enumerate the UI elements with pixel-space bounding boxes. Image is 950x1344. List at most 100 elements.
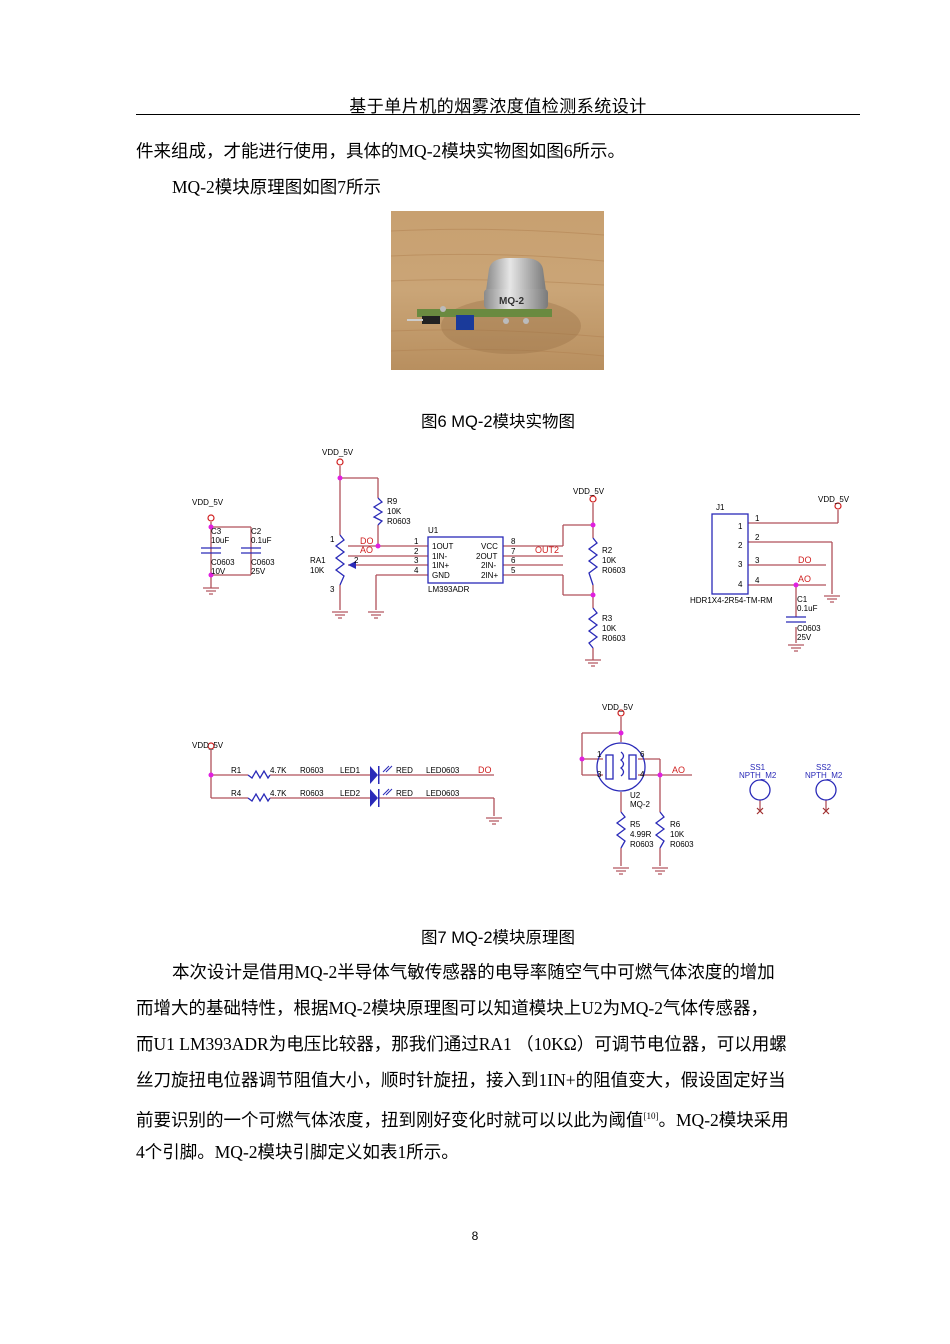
- svg-text:C3: C3: [211, 527, 222, 536]
- svg-text:2IN-: 2IN-: [481, 561, 496, 570]
- svg-text:OUT2: OUT2: [535, 545, 559, 555]
- svg-text:NPTH_M2: NPTH_M2: [739, 771, 777, 780]
- svg-text:AO: AO: [672, 765, 685, 775]
- paragraph-line-5: 前要识别的一个可燃气体浓度，扭到刚好变化时就可以以此为阈值[10]。MQ-2模块…: [136, 1098, 860, 1138]
- svg-text:NPTH_M2: NPTH_M2: [805, 771, 843, 780]
- page-number: 8: [471, 1229, 479, 1243]
- paragraph-fig7-ref: MQ-2模块原理图如图7所示: [172, 177, 382, 197]
- citation: [10]: [643, 1111, 659, 1121]
- mq2-module-photo: MQ-2: [391, 211, 604, 370]
- svg-text:U2: U2: [630, 791, 641, 800]
- svg-text:R0603: R0603: [602, 634, 626, 643]
- svg-text:LED0603: LED0603: [426, 766, 460, 775]
- svg-text:5: 5: [511, 566, 516, 575]
- svg-text:8: 8: [511, 537, 516, 546]
- svg-text:R3: R3: [602, 614, 613, 623]
- svg-text:RED: RED: [396, 766, 413, 775]
- svg-text:C1: C1: [797, 595, 808, 604]
- svg-text:3: 3: [330, 585, 335, 594]
- svg-text:U1: U1: [428, 526, 439, 535]
- svg-text:VCC: VCC: [481, 542, 498, 551]
- svg-text:C2: C2: [251, 527, 262, 536]
- svg-text:6: 6: [640, 750, 645, 759]
- header-rule: [136, 114, 860, 115]
- svg-text:R0603: R0603: [387, 517, 411, 526]
- svg-text:VDD_5V: VDD_5V: [192, 741, 224, 750]
- svg-text:SS1: SS1: [750, 763, 766, 772]
- svg-text:LED0603: LED0603: [426, 789, 460, 798]
- svg-text:2: 2: [354, 556, 359, 565]
- svg-text:MQ-2: MQ-2: [630, 800, 651, 809]
- svg-text:0.1uF: 0.1uF: [797, 604, 818, 613]
- paragraph-line-2: 而增大的基础特性，根据MQ-2模块原理图可以知道模块上U2为MQ-2气体传感器，: [136, 998, 768, 1018]
- svg-text:R0603: R0603: [630, 840, 654, 849]
- svg-text:3: 3: [414, 556, 419, 565]
- svg-text:10K: 10K: [310, 566, 325, 575]
- svg-text:4: 4: [738, 580, 743, 589]
- svg-text:1: 1: [330, 535, 335, 544]
- paragraph-intro: 件来组成，才能进行使用，具体的MQ-2模块实物图如图6所示。: [136, 141, 626, 161]
- svg-text:1: 1: [597, 750, 602, 759]
- svg-text:DO: DO: [360, 536, 374, 546]
- paragraph-line-3: 而U1 LM393ADR为电压比较器，那我们通过RA1 （10KΩ）可调节电位器…: [136, 1034, 787, 1054]
- svg-text:4.7K: 4.7K: [270, 789, 287, 798]
- svg-text:R2: R2: [602, 546, 613, 555]
- svg-text:AO: AO: [360, 545, 373, 555]
- svg-text:DO: DO: [798, 555, 812, 565]
- svg-text:25V: 25V: [251, 567, 266, 576]
- svg-text:1: 1: [755, 514, 760, 523]
- svg-text:R0603: R0603: [602, 566, 626, 575]
- svg-text:R1: R1: [231, 766, 242, 775]
- svg-text:10K: 10K: [387, 507, 402, 516]
- svg-text:C0603: C0603: [211, 558, 235, 567]
- svg-text:25V: 25V: [797, 633, 812, 642]
- svg-text:R0603: R0603: [670, 840, 694, 849]
- svg-text:6: 6: [511, 556, 516, 565]
- svg-text:4: 4: [414, 566, 419, 575]
- svg-text:R0603: R0603: [300, 766, 324, 775]
- svg-text:J1: J1: [716, 503, 725, 512]
- svg-text:10K: 10K: [670, 830, 685, 839]
- svg-text:2: 2: [414, 547, 419, 556]
- line-5-tail: 。MQ-2模块采用: [658, 1109, 789, 1130]
- svg-text:3: 3: [597, 770, 602, 779]
- svg-text:VDD_5V: VDD_5V: [322, 448, 354, 457]
- svg-text:RED: RED: [396, 789, 413, 798]
- figure6-caption: 图6 MQ-2模块实物图: [420, 413, 575, 431]
- svg-text:HDR1X4-2R54-TM-RM: HDR1X4-2R54-TM-RM: [690, 596, 773, 605]
- svg-text:7: 7: [511, 547, 516, 556]
- svg-text:2OUT: 2OUT: [476, 552, 497, 561]
- sensor-label: MQ-2: [499, 296, 524, 307]
- svg-text:10V: 10V: [211, 567, 226, 576]
- svg-text:4.7K: 4.7K: [270, 766, 287, 775]
- mq2-schematic: VDD_5V VDD_5V VDD_5V VDD_5V VDD_5V VDD_5…: [180, 440, 870, 900]
- svg-text:R5: R5: [630, 820, 641, 829]
- svg-text:3: 3: [738, 560, 743, 569]
- svg-text:LED1: LED1: [340, 766, 361, 775]
- svg-text:4: 4: [755, 576, 760, 585]
- svg-text:VDD_5V: VDD_5V: [192, 498, 224, 507]
- svg-text:2: 2: [738, 541, 743, 550]
- svg-text:R6: R6: [670, 820, 681, 829]
- svg-text:AO: AO: [798, 574, 811, 584]
- svg-text:4.99R: 4.99R: [630, 830, 652, 839]
- svg-text:RA1: RA1: [310, 556, 326, 565]
- svg-text:R9: R9: [387, 497, 398, 506]
- svg-text:10K: 10K: [602, 624, 617, 633]
- svg-text:C0603: C0603: [251, 558, 275, 567]
- svg-text:LED2: LED2: [340, 789, 361, 798]
- svg-text:R4: R4: [231, 789, 242, 798]
- paragraph-line-4: 丝刀旋扭电位器调节阻值大小，顺时针旋扭，接入到1IN+的阻值变大，假设固定好当: [136, 1070, 786, 1090]
- svg-text:2IN+: 2IN+: [481, 571, 498, 580]
- svg-text:4: 4: [640, 770, 645, 779]
- svg-text:VDD_5V: VDD_5V: [573, 487, 605, 496]
- svg-text:1OUT: 1OUT: [432, 542, 453, 551]
- svg-text:LM393ADR: LM393ADR: [428, 585, 470, 594]
- svg-text:10uF: 10uF: [211, 536, 229, 545]
- svg-text:R0603: R0603: [300, 789, 324, 798]
- svg-text:10K: 10K: [602, 556, 617, 565]
- line-5-text: 前要识别的一个可燃气体浓度，扭到刚好变化时就可以以此为阈值: [136, 1109, 644, 1130]
- svg-text:2: 2: [755, 533, 760, 542]
- svg-text:VDD_5V: VDD_5V: [818, 495, 850, 504]
- svg-text:1IN-: 1IN-: [432, 552, 447, 561]
